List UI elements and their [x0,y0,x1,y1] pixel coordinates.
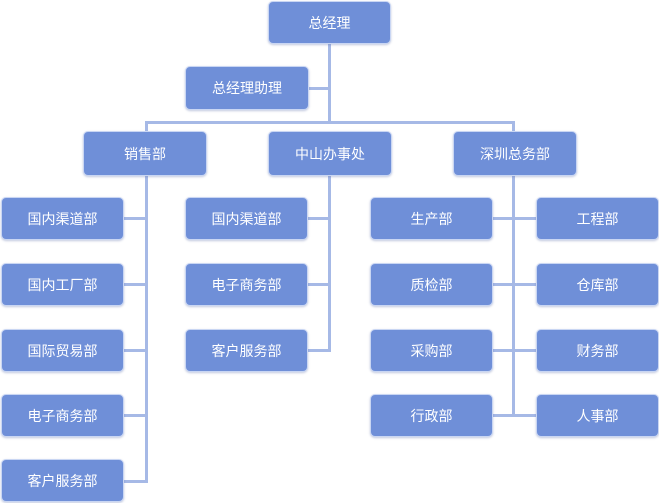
node-zhongshan-label: 中山办事处 [295,146,365,163]
node-shenzhen: 深圳总务部 [453,131,577,176]
node-shenzhen-left-1: 生产部 [370,197,493,240]
node-sales-sub-2: 国内工厂部 [1,263,124,306]
node-sales: 销售部 [83,131,207,176]
node-zhongshan-sub-2-label: 电子商务部 [211,277,282,294]
node-shenzhen-right-1-label: 工程部 [576,211,619,228]
node-shenzhen-right-4: 人事部 [536,394,659,437]
connector-sales-sub-5 [124,480,148,483]
node-shenzhen-left-2-label: 质检部 [410,277,453,294]
node-sales-sub-1-label: 国内渠道部 [27,211,98,228]
connector-sales-spine [145,176,148,482]
node-assistant: 总经理助理 [185,66,309,110]
connector-ceo-down [328,43,331,123]
connector-sales-sub-1 [124,217,148,220]
node-shenzhen-label: 深圳总务部 [480,146,550,163]
node-sales-sub-4-label: 电子商务部 [27,408,98,425]
connector-zhongshan-sub-1 [308,217,331,220]
node-shenzhen-right-3: 财务部 [536,329,659,372]
node-zhongshan-sub-1: 国内渠道部 [185,197,308,240]
node-shenzhen-right-1: 工程部 [536,197,659,240]
node-shenzhen-right-3-label: 财务部 [576,343,619,360]
connector-assistant [309,87,329,90]
connector-shenzhen-row-1 [493,217,536,220]
connector-shenzhen-row-3 [493,349,536,352]
connector-shenzhen-row-4 [493,414,536,417]
connector-shenzhen-up [512,121,515,133]
node-sales-sub-4: 电子商务部 [1,394,124,437]
node-sales-sub-3-label: 国际贸易部 [27,343,98,360]
node-zhongshan-sub-2: 电子商务部 [185,263,308,306]
connector-sales-sub-2 [124,283,148,286]
connector-zhongshan-sub-2 [308,283,331,286]
node-shenzhen-left-1-label: 生产部 [410,211,453,228]
connector-zhongshan-sub-3 [308,349,331,352]
node-zhongshan: 中山办事处 [268,131,392,176]
node-shenzhen-right-2: 仓库部 [536,263,659,306]
connector-dept-bar [145,121,514,124]
node-shenzhen-left-3: 采购部 [370,329,493,372]
node-zhongshan-sub-1-label: 国内渠道部 [211,211,282,228]
node-shenzhen-right-4-label: 人事部 [576,408,619,425]
connector-sales-sub-3 [124,349,148,352]
connector-sales-up [145,121,148,133]
node-zhongshan-sub-3: 客户服务部 [185,329,308,372]
connector-shenzhen-row-2 [493,283,536,286]
node-sales-sub-5: 客户服务部 [1,459,124,502]
node-shenzhen-left-4-label: 行政部 [410,408,453,425]
node-sales-label: 销售部 [124,146,166,163]
node-sales-sub-2-label: 国内工厂部 [27,277,98,294]
connector-sales-sub-4 [124,414,148,417]
connector-zhongshan-spine [328,176,331,352]
node-shenzhen-right-2-label: 仓库部 [576,277,619,294]
node-assistant-label: 总经理助理 [212,81,282,97]
node-ceo: 总经理 [268,1,391,44]
connector-shenzhen-spine [512,176,515,416]
node-shenzhen-left-3-label: 采购部 [410,343,453,360]
node-sales-sub-1: 国内渠道部 [1,197,124,240]
node-shenzhen-left-4: 行政部 [370,394,493,437]
node-zhongshan-sub-3-label: 客户服务部 [211,343,282,360]
node-sales-sub-3: 国际贸易部 [1,329,124,372]
node-sales-sub-5-label: 客户服务部 [27,473,98,490]
node-shenzhen-left-2: 质检部 [370,263,493,306]
node-ceo-label: 总经理 [308,15,351,32]
